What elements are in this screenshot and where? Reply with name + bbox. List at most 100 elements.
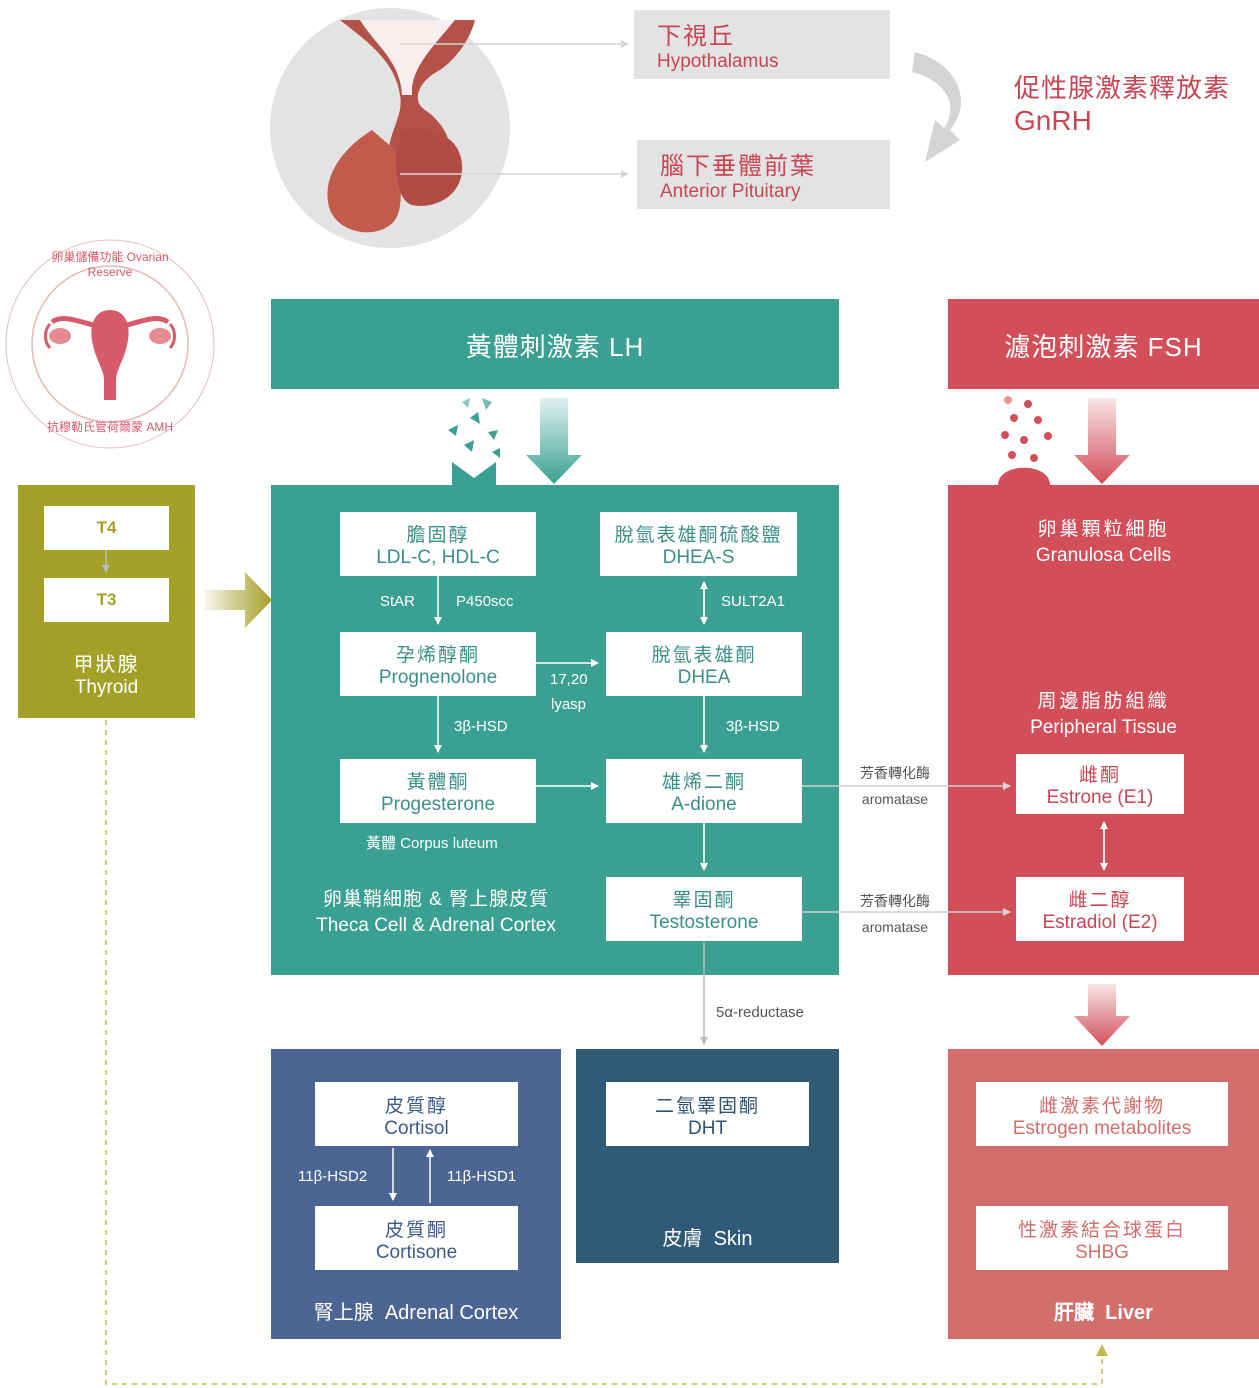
adione-box: 雄烯二酮 A-dione <box>606 759 802 823</box>
theca-section-zh: 卵巢鞘細胞 & 腎上腺皮質 <box>322 889 550 910</box>
cholesterol-en: LDL-C, HDL-C <box>376 547 500 568</box>
pituitary-illustration <box>270 8 510 248</box>
cortisone-box: 皮質酮 Cortisone <box>315 1206 518 1270</box>
uterus-icon <box>91 310 129 400</box>
hypothalamus-zh: 下視丘 <box>657 23 735 50</box>
shbg-zh: 性激素結合球蛋白 <box>1017 1220 1186 1241</box>
cholesterol-zh: 膽固醇 <box>406 525 470 546</box>
estradiol-box: 雌二醇 Estradiol (E2) <box>1016 877 1184 941</box>
corpus-luteum-label: 黃體 Corpus luteum <box>366 835 498 852</box>
badge-bottom-text: 抗穆勒氏管荷爾蒙 AMH <box>46 420 173 434</box>
dhea-zh: 脫氫表雄酮 <box>651 645 757 666</box>
thyroid-en: Thyroid <box>74 677 139 698</box>
lyase-label-1: 17,20 <box>550 671 588 688</box>
estrone-en: Estrone (E1) <box>1046 787 1154 808</box>
liver-arrow <box>1074 984 1130 1046</box>
thyroid-zh: 甲狀腺 <box>73 654 140 676</box>
dht-en: DHT <box>687 1118 728 1139</box>
adione-en: A-dione <box>671 794 737 815</box>
peripheral-label: 周邊脂肪組織 Peripheral Tissue <box>948 686 1259 739</box>
reductase-label: 5α-reductase <box>716 1004 804 1021</box>
pituitary-label: 腦下垂體前葉 Anterior Pituitary <box>660 146 816 203</box>
aromatase-1-en: aromatase <box>861 791 929 807</box>
lh-arrow <box>526 398 582 484</box>
metabolites-zh: 雌激素代謝物 <box>1038 1096 1165 1117</box>
dht-zh: 二氫睪固酮 <box>654 1096 760 1117</box>
peripheral-zh: 周邊脂肪組織 <box>1037 691 1170 712</box>
pregnenolone-box: 孕烯醇酮 Prognenolone <box>340 632 536 696</box>
lh-title: 黃體刺激素 LH <box>465 332 645 362</box>
hypothalamus-en: Hypothalamus <box>657 51 779 72</box>
badge-top-text: 卵巢儲備功能 Ovarian Reserve <box>51 250 169 279</box>
theca-section-label: 卵巢鞘細胞 & 腎上腺皮質 Theca Cell & Adrenal Corte… <box>296 884 576 937</box>
hsd1-label: 11β-HSD1 <box>447 1168 517 1185</box>
hsd2-label: 11β-HSD2 <box>298 1168 368 1185</box>
progesterone-en: Progesterone <box>380 794 496 815</box>
hsd-right-label: 3β-HSD <box>726 718 780 735</box>
fsh-molecules <box>1001 396 1052 462</box>
pregnenolone-zh: 孕烯醇酮 <box>395 645 480 666</box>
cortisol-en: Cortisol <box>384 1118 449 1139</box>
lh-molecules <box>448 398 500 458</box>
cortisone-zh: 皮質酮 <box>384 1220 448 1241</box>
gnrh-zh: 促性腺激素釋放素 <box>1014 73 1231 103</box>
ovarian-reserve-badge <box>5 239 215 449</box>
estradiol-en: Estradiol (E2) <box>1042 912 1158 933</box>
thyroid-label: 甲狀腺 Thyroid <box>18 648 195 699</box>
estradiol-zh: 雌二醇 <box>1068 890 1132 911</box>
fsh-arrow <box>1074 398 1130 484</box>
peripheral-en: Peripheral Tissue <box>1030 717 1177 738</box>
hypothalamus-label: 下視丘 Hypothalamus <box>657 16 778 73</box>
theca-section-en: Theca Cell & Adrenal Cortex <box>316 915 556 936</box>
hsd-left-label: 3β-HSD <box>454 718 508 735</box>
t3-label: T3 <box>96 590 117 609</box>
testosterone-en: Testosterone <box>649 912 759 933</box>
estrone-box: 雌酮 Estrone (E1) <box>1016 754 1184 814</box>
skin-title: 皮膚 Skin <box>662 1228 753 1250</box>
star-label: StAR <box>380 593 416 610</box>
cholesterol-box: 膽固醇 LDL-C, HDL-C <box>340 512 536 576</box>
metabolites-en: Estrogen metabolites <box>1012 1118 1192 1139</box>
t3-box: T3 <box>44 578 169 622</box>
gnrh-curve-arrow <box>912 52 962 162</box>
aromatase-2-en: aromatase <box>861 919 929 935</box>
dhea-en: DHEA <box>677 667 731 688</box>
testosterone-box: 睪固酮 Testosterone <box>606 877 802 941</box>
gnrh-label: 促性腺激素釋放素 GnRH <box>1014 68 1230 137</box>
pituitary-zh: 腦下垂體前葉 <box>660 153 816 180</box>
t4-box: T4 <box>44 506 169 550</box>
testosterone-zh: 睪固酮 <box>672 890 736 911</box>
dheas-zh: 脫氫表雄酮硫酸鹽 <box>614 525 783 546</box>
estrone-zh: 雌酮 <box>1078 765 1121 786</box>
dht-box: 二氫睪固酮 DHT <box>606 1082 809 1146</box>
dhea-box: 脫氫表雄酮 DHEA <box>606 632 802 696</box>
aromatase-label-1: 芳香轉化酶 aromatase <box>852 763 938 807</box>
aromatase-label-2: 芳香轉化酶 aromatase <box>852 891 938 935</box>
cortisone-en: Cortisone <box>375 1242 458 1263</box>
metabolites-box: 雌激素代謝物 Estrogen metabolites <box>976 1082 1228 1146</box>
cortisol-box: 皮質醇 Cortisol <box>315 1082 518 1146</box>
adione-zh: 雄烯二酮 <box>661 772 746 793</box>
granulosa-en: Granulosa Cells <box>1035 545 1172 566</box>
progesterone-zh: 黃體酮 <box>406 772 470 793</box>
liver-title: 肝臟 Liver <box>1054 1302 1153 1324</box>
p450scc-label: P450scc <box>456 593 514 610</box>
dheas-en: DHEA-S <box>662 547 735 568</box>
dheas-box: 脫氫表雄酮硫酸鹽 DHEA-S <box>600 512 797 576</box>
cortisol-zh: 皮質醇 <box>384 1096 448 1117</box>
adrenal-title: 腎上腺 Adrenal Cortex <box>313 1302 519 1324</box>
aromatase-2-zh: 芳香轉化酶 <box>860 893 930 909</box>
fsh-title: 濾泡刺激素 FSH <box>1004 332 1203 362</box>
pituitary-en: Anterior Pituitary <box>660 181 801 202</box>
pregnenolone-en: Prognenolone <box>378 667 498 688</box>
granulosa-label: 卵巢顆粒細胞 Granulosa Cells <box>948 514 1259 567</box>
t4-label: T4 <box>96 518 117 537</box>
granulosa-zh: 卵巢顆粒細胞 <box>1037 519 1170 540</box>
sult2a1-label: SULT2A1 <box>721 593 785 610</box>
shbg-en: SHBG <box>1075 1242 1129 1263</box>
aromatase-1-zh: 芳香轉化酶 <box>860 765 930 781</box>
progesterone-box: 黃體酮 Progesterone <box>340 759 536 823</box>
shbg-box: 性激素結合球蛋白 SHBG <box>976 1206 1228 1270</box>
lyase-label-2: lyasp <box>551 696 587 713</box>
gnrh-en: GnRH <box>1014 105 1092 136</box>
